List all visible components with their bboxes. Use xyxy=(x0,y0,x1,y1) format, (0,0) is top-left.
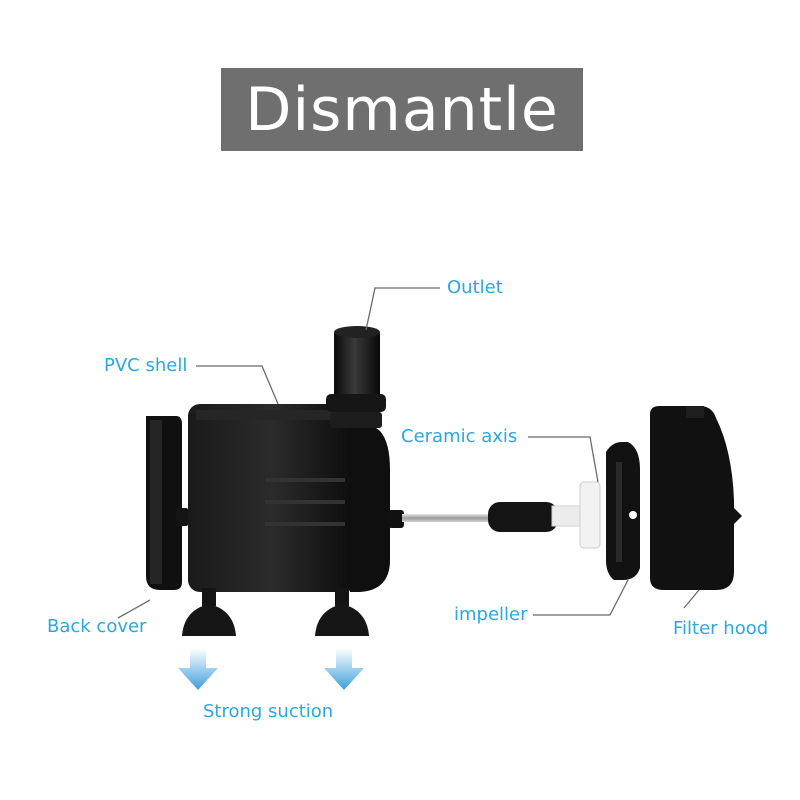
title-text: Dismantle xyxy=(245,74,559,145)
impeller-cover-part xyxy=(606,442,640,580)
suction-cup-right xyxy=(315,588,369,636)
pvc-shell-leader-line xyxy=(196,365,279,405)
impeller-leader-line xyxy=(533,579,629,616)
outlet-label: Outlet xyxy=(447,277,503,298)
back-cover-leader-line xyxy=(117,599,151,619)
ceramic-axis-label: Ceramic axis xyxy=(401,426,518,447)
outlet-leader-line xyxy=(365,287,440,331)
title-banner: Dismantle xyxy=(221,68,583,151)
ceramic-axis-leader-line xyxy=(528,436,599,483)
back-cover-part xyxy=(146,416,188,590)
arrow-down-icon xyxy=(178,648,218,690)
impeller-label: impeller xyxy=(454,604,528,625)
pvc-shell-label: PVC shell xyxy=(104,355,188,376)
impeller-part xyxy=(488,481,601,549)
filter-hood-leader-line xyxy=(683,589,700,609)
suction-cup-left xyxy=(182,588,236,636)
filter-hood-label: Filter hood xyxy=(673,618,769,639)
pvc-shell-part xyxy=(188,404,390,592)
filter-hood-part xyxy=(650,406,742,590)
arrow-down-icon xyxy=(324,648,364,690)
leader-lines xyxy=(117,287,700,619)
ceramic-axis-part xyxy=(388,510,490,528)
back-cover-label: Back cover xyxy=(47,616,147,637)
outlet-pipe-part xyxy=(326,326,386,428)
strong-suction-label: Strong suction xyxy=(203,701,334,722)
